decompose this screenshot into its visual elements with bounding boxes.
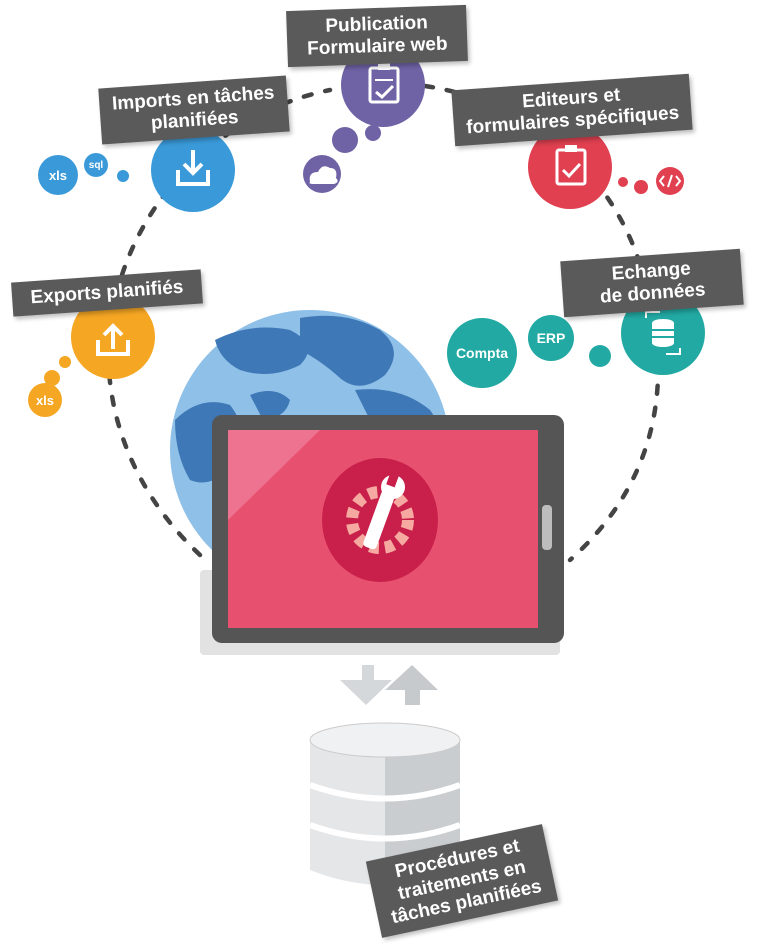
download-icon bbox=[176, 150, 210, 186]
xls-bubble-bottom: xls bbox=[28, 383, 62, 417]
database-sync-icon bbox=[645, 311, 681, 355]
compta-bubble: Compta bbox=[447, 318, 517, 388]
editor-check-icon bbox=[555, 145, 587, 186]
compta-label: Compta bbox=[455, 345, 509, 361]
wrench-gear-icon bbox=[322, 458, 438, 582]
xls-label: xls bbox=[48, 167, 68, 183]
erp-label: ERP bbox=[536, 330, 566, 346]
erp-bubble: ERP bbox=[528, 315, 574, 361]
label-publication: Publication Formulaire web bbox=[286, 4, 468, 68]
code-icon bbox=[658, 174, 682, 188]
form-check-icon bbox=[368, 63, 400, 104]
xls-bubble-top: xls bbox=[38, 155, 78, 195]
upload-icon bbox=[96, 323, 130, 356]
xls-label: xls bbox=[35, 392, 55, 408]
cloud-icon bbox=[309, 166, 338, 184]
sql-bubble: sql bbox=[84, 153, 108, 177]
sql-label: sql bbox=[88, 159, 104, 171]
transfer-arrows-icon bbox=[340, 665, 438, 705]
tablet bbox=[212, 415, 564, 643]
